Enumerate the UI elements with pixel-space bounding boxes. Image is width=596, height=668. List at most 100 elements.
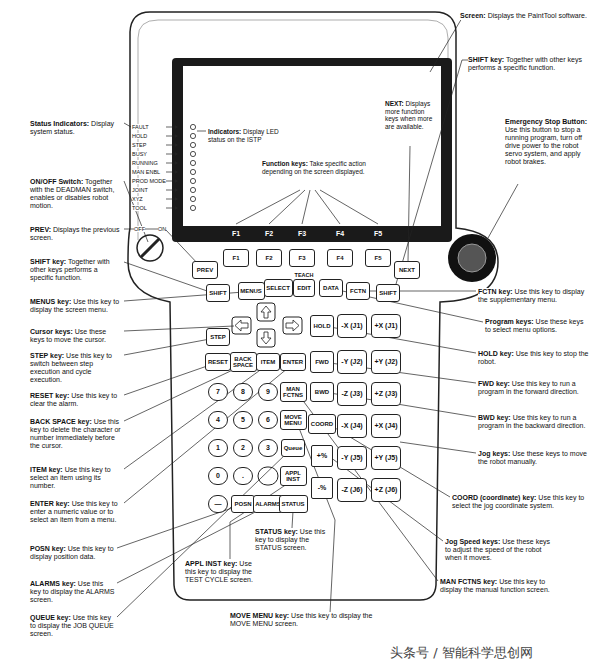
callout-text: STEP key: Use this key to switch between… [30,352,122,384]
key-label: +X (J1) [374,322,397,330]
pendant-key: F4 [327,249,353,267]
key-label: SHIFT [209,290,226,297]
pendant-key: F2 [256,249,282,267]
status-label: XYZ [132,196,143,202]
callout-text: ENTER key: Use this key to enter a numer… [30,500,122,524]
pendant-key: 2 [233,439,253,457]
key-label: 0 [216,473,220,480]
led-column [166,124,196,210]
jog-key: -Z (J3) [337,382,367,406]
leader-line [197,131,206,132]
key-label: EDIT [297,285,311,292]
status-arrowhead [175,161,178,165]
status-arrowhead [175,179,178,183]
key-legend: F3 [298,230,306,238]
key-label: — [215,501,222,508]
key-label: 9 [266,389,270,396]
leader-line [298,394,438,581]
pendant-key: POSN [231,495,255,513]
key-label: HOLD [314,323,331,330]
key-label: F5 [374,255,381,262]
emergency-stop-button [458,244,486,272]
pendant-key: BWD [310,382,334,402]
key-label: ITEM [261,359,275,366]
callout-text: FCTN key: Use this key to display the su… [478,288,590,304]
status-arrowhead [175,143,178,147]
pendant-key: ENTER [280,353,306,371]
cursor-right-arrow [286,320,299,331]
leader-line [124,368,288,503]
pendant-key: BACK SPACE [230,352,257,372]
key-label: F2 [265,255,272,262]
pendant-key: 4 [208,411,228,429]
key-label: +Z (J3) [375,390,398,398]
watermark: 头条号 / 智能科学思创网 [390,645,533,660]
status-arrow [166,127,175,128]
pendant-key: +% [311,445,333,467]
key-label: 8 [241,389,245,396]
on-off-switch [137,235,163,261]
key-legend: F4 [336,230,344,238]
pendant-key: 3 [258,439,278,457]
key-label: MAN FCTNS [281,386,306,399]
key-label: POSN [234,501,251,508]
pendant-key: -% [311,477,333,499]
status-arrowhead [175,188,178,192]
pendant-key: SELECT [264,279,293,297]
key-label: ALARMS [255,501,281,508]
cursor-down-arrow [261,332,271,344]
jog-key: +X (J1) [371,314,401,338]
status-arrow [166,136,175,137]
led-indicator [190,160,195,165]
key-label: MENUS [240,288,262,295]
key-label: +% [317,453,327,460]
key-label: -% [318,485,327,492]
key-label: BWD [315,389,329,396]
pendant-key: F3 [289,249,315,267]
pendant-key: 7 [208,383,228,401]
key-label: 6 [266,417,270,424]
status-arrow [166,163,175,164]
pendant-key: — [208,495,228,513]
leader-line [292,511,293,528]
led-indicator [190,151,195,156]
pendant-key: STATUS [279,495,308,513]
callout-text: BACK SPACE key: Use this key to delete t… [30,418,122,450]
pendant-key: ITEM [256,353,280,371]
pendant-key: 8 [233,383,253,401]
key-label: ENTER [283,359,303,366]
leader-line [124,368,263,469]
pendant-key: MAN FCTNS [280,382,307,402]
key-label: +Z (J6) [375,486,398,494]
pendant-key: DATA [319,279,343,297]
key-label: +Y (J2) [374,358,397,366]
cursor-down-key [257,329,275,347]
callout-text: APPL INST key: Use this key to display t… [185,560,260,584]
led-indicator [190,178,195,183]
status-arrowhead [175,152,178,156]
cursor-right-key [283,317,302,334]
pendant-key: STEP [206,328,230,346]
jog-key: -Y (J2) [337,350,367,374]
leader-line [430,18,462,72]
key-label: FWD [315,359,329,366]
status-label: RUNNING [132,160,158,166]
leader-line [396,60,470,284]
jog-key: +Z (J6) [371,478,401,502]
key-label: BACK SPACE [231,356,256,369]
key-label: -Z (J6) [342,486,363,494]
leader-line [124,123,131,127]
led-indicator [190,124,195,129]
status-label: FAULT [132,124,149,130]
callout-text: Emergency Stop Button: Use this button t… [505,118,591,166]
callout-text: HOLD key: Use this key to stop the robot… [478,350,590,366]
status-label: MAN ENBL [132,169,160,175]
leader-line [124,365,210,395]
callout-text: ITEM key: Use this key to select an item… [30,466,122,490]
callout-text: SHIFT key: Together with other keys perf… [468,56,588,72]
key-label: COORD [311,421,333,428]
status-arrow [166,154,175,155]
key-label: Queue [284,445,303,452]
status-arrowhead [175,170,178,174]
